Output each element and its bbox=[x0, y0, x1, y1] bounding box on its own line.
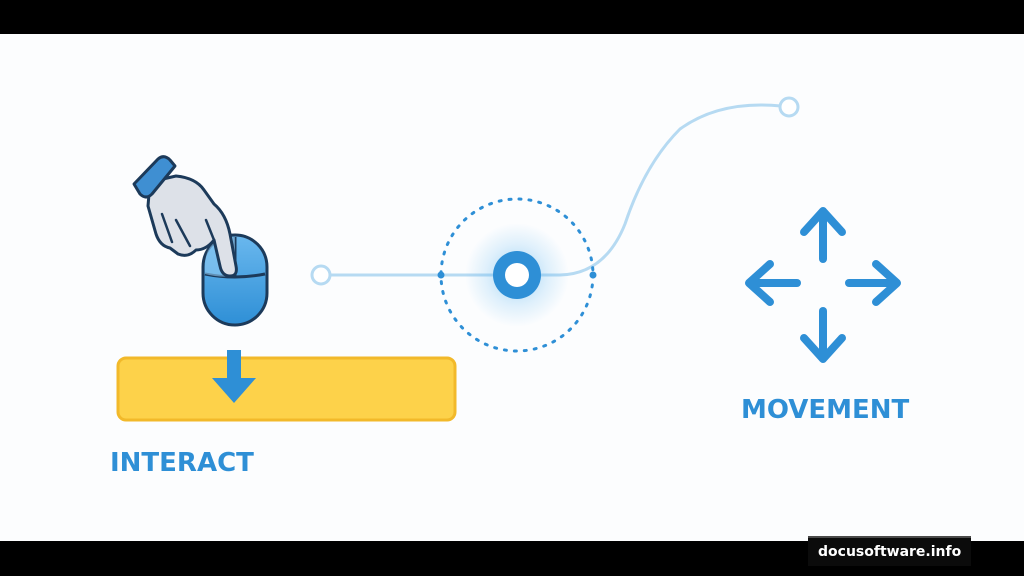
hand-pointer-icon bbox=[132, 155, 238, 278]
arrow-down-icon bbox=[212, 350, 256, 403]
cursor-path bbox=[310, 96, 800, 286]
computer-mouse-icon bbox=[201, 233, 269, 327]
movement-label: MOVEMENT bbox=[741, 395, 910, 425]
four-way-arrows-icon bbox=[745, 207, 901, 363]
cursor-target-icon bbox=[437, 197, 597, 353]
illustration-scene bbox=[116, 96, 901, 422]
watermark-text: docusoftware.info bbox=[808, 536, 972, 566]
yellow-drop-bar bbox=[116, 356, 457, 422]
letterbox-top bbox=[0, 0, 1024, 34]
interact-label: INTERACT bbox=[110, 448, 254, 478]
illustration-canvas: INTERACT MOVEMENT bbox=[0, 34, 1024, 541]
